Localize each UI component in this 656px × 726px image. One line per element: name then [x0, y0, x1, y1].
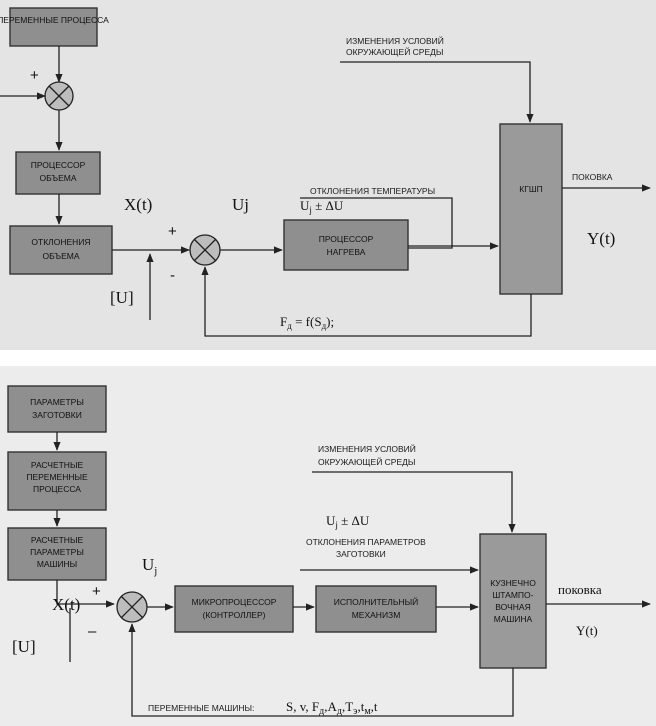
bottom-blank-dev-line1: ОТКЛОНЕНИЯ ПАРАМЕТРОВ [306, 537, 426, 547]
sum-junction-2 [189, 234, 221, 266]
box-calc-machine-params: РАСЧЕТНЫЕ ПАРАМЕТРЫ МАШИНЫ [7, 527, 107, 581]
top-uj-label: Uj [232, 195, 249, 214]
box-microprocessor: МИКРОПРОЦЕССОР (КОНТРОЛЛЕР) [174, 585, 294, 633]
top-sum1-plus: + [30, 67, 39, 84]
box-blank-params-line1: ПАРАМЕТРЫ [30, 397, 84, 407]
top-uj-du-label: Uj ± ΔU [300, 198, 344, 215]
bottom-sum-minus: – [88, 623, 97, 640]
bottom-xt-label: X(t) [52, 595, 80, 614]
box-forging-press: КУЗНЕЧНО ШТАМПО- ВОЧНАЯ МАШИНА [479, 533, 547, 669]
bottom-env-line2: ОКРУЖАЮЩЕЙ СРЕДЫ [318, 456, 415, 467]
box-forging-press-line4: МАШИНА [494, 614, 533, 624]
box-calc-process-vars: РАСЧЕТНЫЕ ПЕРЕМЕННЫЕ ПРОЦЕССА [7, 451, 107, 511]
bottom-yt-label: Y(t) [576, 623, 598, 638]
bottom-forging-label: поковка [558, 582, 602, 597]
box-heat-processor-line2: НАГРЕВА [327, 247, 366, 257]
top-sum2-minus: - [170, 267, 175, 284]
top-fd-formula: Fд = f(Sд); [280, 314, 334, 331]
box-forging-press-line1: КУЗНЕЧНО [490, 578, 536, 588]
box-forging-press-line2: ШТАМПО- [492, 590, 533, 600]
bottom-uj-du-label: Uj ± ΔU [326, 513, 370, 530]
bottom-uj-label: Uj [142, 555, 157, 577]
bottom-blank-dev-line2: ЗАГОТОВКИ [336, 549, 386, 559]
box-volume-processor-line1: ПРОЦЕССОР [31, 160, 86, 170]
box-actuator-line2: МЕХАНИЗМ [352, 610, 401, 620]
box-microprocessor-line2: (КОНТРОЛЛЕР) [203, 610, 266, 620]
top-env-line1: ИЗМЕНЕНИЯ УСЛОВИЙ [346, 35, 444, 46]
box-heat-processor-line1: ПРОЦЕССОР [319, 234, 374, 244]
box-kgshp-label: КГШП [519, 184, 542, 194]
box-blank-params-line2: ЗАГОТОВКИ [32, 410, 82, 420]
box-microprocessor-line1: МИКРОПРОЦЕССОР [192, 597, 277, 607]
box-blank-params: ПАРАМЕТРЫ ЗАГОТОВКИ [7, 385, 107, 433]
top-u-bracket: [U] [110, 288, 134, 307]
box-kgshp: КГШП [499, 123, 563, 295]
bottom-machine-vars-formula: S, v, Fд,Aд,Tэ,tм,t [286, 699, 378, 717]
box-calc-machine-params-line1: РАСЧЕТНЫЕ [31, 535, 84, 545]
box-volume-processor: ПРОЦЕССОР ОБЪЕМА [15, 151, 101, 195]
top-temp-deviation-label: ОТКЛОНЕНИЯ ТЕМПЕРАТУРЫ [310, 186, 435, 196]
bottom-machine-vars-prefix: ПЕРЕМЕННЫЕ МАШИНЫ: [148, 703, 254, 713]
box-heat-processor: ПРОЦЕССОР НАГРЕВА [283, 219, 409, 271]
box-actuator-line1: ИСПОЛНИТЕЛЬНЫЙ [334, 596, 419, 607]
bottom-u-bracket: [U] [12, 637, 36, 656]
box-process-vars: ПЕРЕМЕННЫЕ ПРОЦЕССА [0, 7, 109, 47]
box-forging-press-line3: ВОЧНАЯ [495, 602, 530, 612]
top-env-line2: ОКРУЖАЮЩЕЙ СРЕДЫ [346, 46, 443, 57]
top-xt-label: X(t) [124, 195, 152, 214]
box-calc-process-vars-line1: РАСЧЕТНЫЕ [31, 460, 84, 470]
box-calc-process-vars-line2: ПЕРЕМЕННЫЕ [26, 472, 88, 482]
box-calc-machine-params-line3: МАШИНЫ [37, 559, 77, 569]
sum-junction-1 [44, 81, 74, 111]
top-yt-label: Y(t) [587, 229, 615, 248]
sum-junction-bottom [116, 591, 148, 623]
box-calc-machine-params-line2: ПАРАМЕТРЫ [30, 547, 84, 557]
box-volume-deviation-line1: ОТКЛОНЕНИЯ [31, 237, 90, 247]
top-sum2-plus: + [168, 223, 177, 240]
box-volume-deviation-line2: ОБЪЕМА [42, 251, 79, 261]
bottom-env-line1: ИЗМЕНЕНИЯ УСЛОВИЙ [318, 443, 416, 454]
box-process-vars-line1: ПЕРЕМЕННЫЕ ПРОЦЕССА [0, 15, 109, 25]
top-forging-label: ПОКОВКА [572, 172, 613, 182]
box-calc-process-vars-line3: ПРОЦЕССА [33, 484, 81, 494]
bottom-sum-plus: + [92, 583, 101, 600]
box-volume-deviation: ОТКЛОНЕНИЯ ОБЪЕМА [9, 225, 113, 275]
box-volume-processor-line2: ОБЪЕМА [39, 173, 76, 183]
box-actuator: ИСПОЛНИТЕЛЬНЫЙ МЕХАНИЗМ [315, 585, 437, 633]
